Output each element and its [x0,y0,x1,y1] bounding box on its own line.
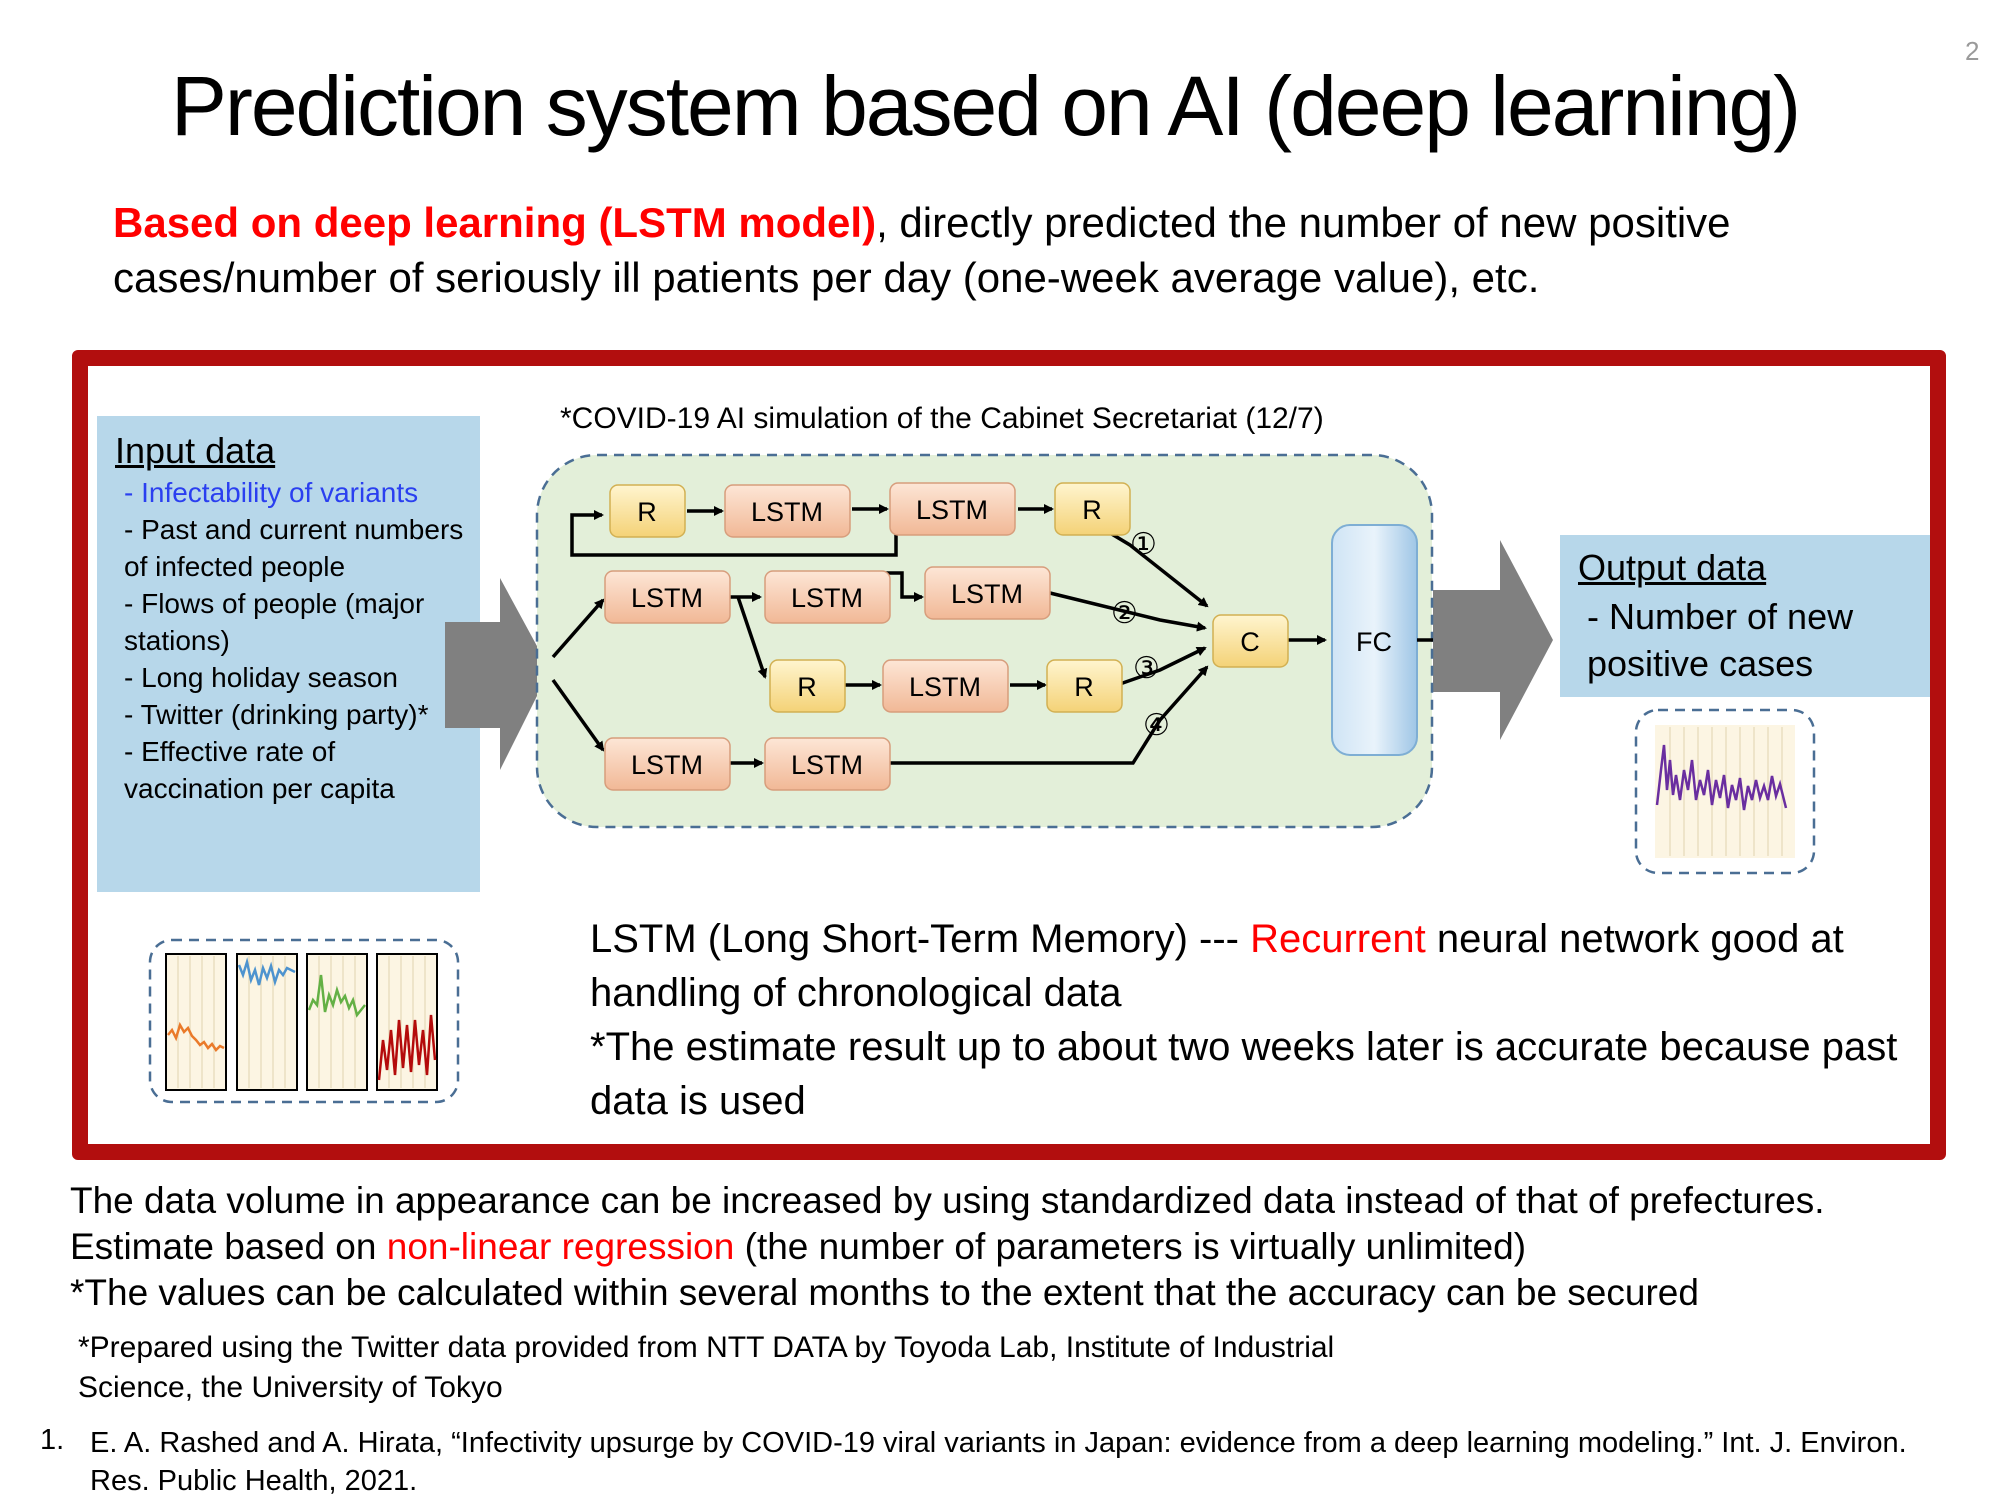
reference-text: E. A. Rashed and A. Hirata, “Infectivity… [90,1427,1907,1497]
node-r1-label: R [637,497,657,527]
node-lstm8-label: LSTM [791,750,863,780]
node-r3-label: R [797,672,817,702]
node-r2: R [1054,482,1131,536]
node-r4-label: R [1074,672,1094,702]
branch-marker-2: ② [1111,596,1138,631]
node-lstm2-label: LSTM [916,495,988,525]
output-arrow [1433,540,1553,740]
bottom-line-2: Estimate based on non-linear regression … [70,1224,1970,1270]
connectors [551,504,1327,768]
reference-number: 1. [40,1424,65,1456]
node-r4: R [1046,659,1123,713]
slide-number: 2 [1965,36,1980,66]
node-lstm8: LSTM [764,737,891,791]
lstm-explanation-line1-b: neural network good at handling of chron… [590,917,1844,1015]
lstm-explanation-line2: *The estimate result up to about two wee… [590,1025,1898,1123]
subtitle-rest: , directly predicted the number of new p… [113,199,1731,301]
node-lstm5-label: LSTM [951,579,1023,609]
node-lstm3-label: LSTM [631,583,703,613]
node-lstm3: LSTM [604,570,731,624]
lstm-explanation: LSTM (Long Short-Term Memory) --- Recurr… [590,912,1930,1128]
node-lstm1: LSTM [724,484,851,538]
output-data-text: - Number of new positive cases [1587,596,1854,684]
input-data-list: - Infectability of variants - Past and c… [124,474,474,807]
bottom-line-2-b: (the number of parameters is virtually u… [734,1226,1527,1267]
node-fc-label: FC [1356,627,1392,657]
twitter-footnote: *Prepared using the Twitter data provide… [78,1331,1335,1404]
node-lstm4-label: LSTM [791,583,863,613]
node-lstm1-label: LSTM [751,497,823,527]
node-lstm6: LSTM [882,659,1009,713]
branch-marker-1: ① [1130,527,1157,562]
slide-title: Prediction system based on AI (deep lear… [170,59,1801,153]
bottom-line-3: *The values can be calculated within sev… [70,1272,1699,1313]
subtitle-highlight: Based on deep learning (LSTM model) [113,199,877,246]
output-series-thumbnail [1634,708,1816,875]
node-lstm4: LSTM [764,570,891,624]
node-r2-label: R [1082,495,1102,525]
branch-marker-4: ④ [1143,708,1170,743]
lstm-explanation-line1: LSTM (Long Short-Term Memory) --- Recurr… [590,912,1930,1020]
subtitle: Based on deep learning (LSTM model), dir… [113,195,1903,305]
input-items: - Past and current numbers of infected p… [124,514,464,804]
bottom-notes: The data volume in appearance can be inc… [70,1178,1970,1316]
input-arrow [445,578,550,770]
branch-marker-3: ③ [1133,651,1160,686]
recurrent-highlight: Recurrent [1250,917,1426,961]
node-r3: R [769,659,846,713]
bottom-line-1: The data volume in appearance can be inc… [70,1180,1825,1221]
node-fc: FC [1331,524,1418,756]
input-data-title: Input data [115,430,276,471]
nonlinear-highlight: non-linear regression [386,1226,735,1267]
input-data-box: Input data - Infectability of variants -… [97,416,480,892]
diagram-caption: *COVID-19 AI simulation of the Cabinet S… [560,402,1324,435]
node-lstm5: LSTM [924,566,1051,620]
node-r1: R [609,484,686,538]
input-series-thumbnail [148,938,460,1104]
node-lstm7: LSTM [604,737,731,791]
node-c-label: C [1240,627,1260,657]
node-lstm7-label: LSTM [631,750,703,780]
node-lstm6-label: LSTM [909,672,981,702]
node-c: C [1212,614,1289,668]
node-lstm2: LSTM [889,482,1016,536]
input-item-variants: - Infectability of variants [124,477,419,508]
bottom-line-2-a: Estimate based on [70,1226,387,1267]
output-data-box: Output data - Number of new positive cas… [1560,535,1930,697]
lstm-explanation-line1-a: LSTM (Long Short-Term Memory) --- [590,917,1251,961]
output-data-title: Output data [1578,547,1767,588]
